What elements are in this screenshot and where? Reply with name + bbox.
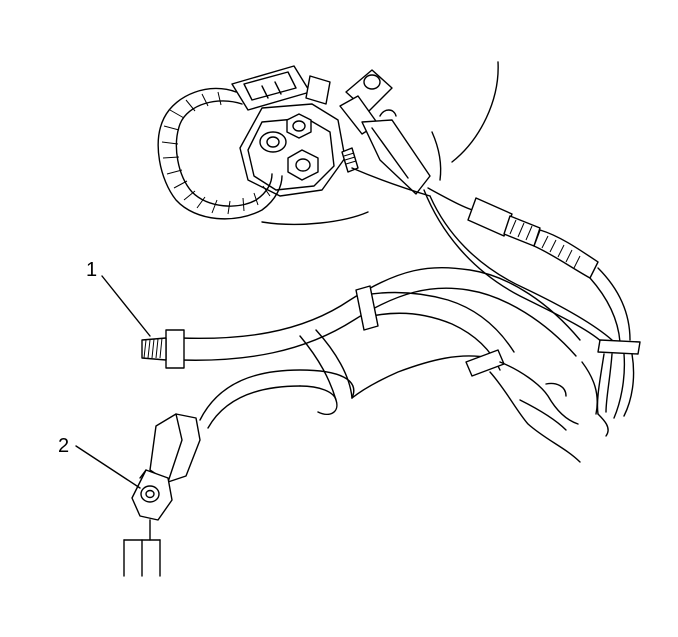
top-connector: [231, 65, 331, 111]
main-cable-harness: [179, 266, 581, 463]
right-cable-bundle: [423, 189, 641, 437]
callout-label-1: 1: [86, 259, 97, 281]
junction-block: [239, 103, 359, 197]
ground-cable: [131, 369, 355, 521]
wrapped-loop-cable: [157, 87, 283, 220]
ground-symbol-icon: [123, 519, 161, 577]
bolt-terminal: [141, 329, 185, 369]
callout-label-2: 2: [58, 435, 69, 457]
elbow-connector: [339, 69, 431, 195]
callout-leaders: [75, 275, 151, 489]
cable-sleeve: [351, 167, 599, 279]
housing-outline: [261, 61, 499, 226]
